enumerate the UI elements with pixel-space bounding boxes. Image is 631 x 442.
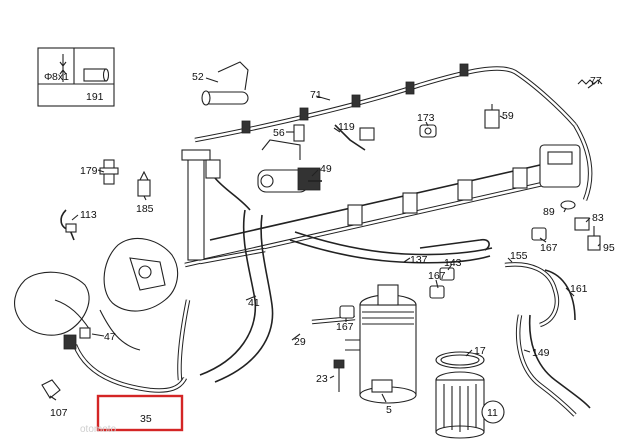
bolt-23	[333, 359, 345, 392]
label-29: 29	[294, 336, 306, 348]
clip-173	[419, 124, 437, 138]
injector-rail	[184, 144, 581, 268]
fitting-89	[560, 200, 576, 210]
hose-149	[515, 314, 591, 417]
label-52: 52	[192, 71, 204, 83]
seal-ring-17	[435, 351, 485, 369]
clamp-167-left	[339, 305, 355, 319]
leader-lines	[49, 77, 601, 403]
hose-35	[72, 344, 188, 393]
label-47: 47	[104, 331, 116, 343]
label-71: 71	[310, 89, 322, 101]
clamp-167-right	[531, 227, 547, 241]
label-35: 35	[140, 413, 152, 425]
fitting-107	[41, 379, 61, 399]
label-17: 17	[474, 345, 486, 357]
injector-assembly-left	[181, 149, 266, 265]
label-167-right: 167	[540, 242, 558, 254]
fitting-83	[574, 217, 590, 231]
clamp-143	[439, 267, 455, 281]
label-143: 143	[444, 257, 462, 269]
filter-element-11	[435, 371, 505, 439]
label-107: 107	[50, 407, 68, 419]
label-185: 185	[136, 203, 154, 215]
bracket-52	[201, 61, 249, 106]
hose-155-161	[504, 262, 576, 328]
highlight-box-35	[96, 394, 184, 432]
label-41: 41	[248, 297, 260, 309]
label-155: 155	[510, 250, 528, 262]
watermark: otomoto	[80, 424, 117, 435]
hose-dimension-legend: Φ 8x1 191	[37, 47, 115, 107]
fuel-hoses-main	[177, 209, 493, 383]
fuel-filter-housing-5	[345, 284, 417, 404]
clip-59	[484, 104, 500, 129]
label-49: 49	[320, 163, 332, 175]
banjo-95	[587, 226, 601, 251]
clip-113	[60, 209, 77, 241]
holder-119	[334, 124, 375, 151]
label-161: 161	[570, 283, 588, 295]
label-59: 59	[502, 110, 514, 122]
label-113: 113	[80, 209, 97, 221]
label-5: 5	[386, 404, 392, 416]
label-167-mid: 167	[428, 270, 446, 282]
label-11: 11	[487, 407, 498, 419]
clamp-167-mid	[429, 285, 445, 299]
clamp-47	[63, 327, 91, 350]
label-77: 77	[590, 75, 602, 87]
pressure-regulator-49	[257, 139, 322, 193]
hose-dimension-text: 8x1	[52, 71, 69, 83]
legend-part-number: 191	[86, 91, 104, 103]
label-137: 137	[410, 254, 428, 266]
label-95: 95	[603, 242, 615, 254]
spring-77	[577, 79, 603, 85]
part-number-labels: 52 71 77 56 119 173 59 49 179 185 113 89…	[50, 71, 615, 425]
label-83: 83	[592, 212, 604, 224]
label-23: 23	[316, 373, 328, 385]
clip-185	[137, 170, 151, 197]
fitting-56	[293, 124, 305, 142]
diameter-symbol: Φ	[44, 71, 52, 83]
label-56: 56	[273, 127, 285, 139]
label-89: 89	[543, 206, 555, 218]
return-line-71	[194, 63, 593, 201]
label-149: 149	[532, 347, 550, 359]
label-167-left: 167	[336, 321, 354, 333]
engine-pump-outline	[14, 237, 179, 351]
label-119: 119	[338, 121, 355, 133]
label-179: 179	[80, 165, 98, 177]
label-173: 173	[417, 112, 435, 124]
